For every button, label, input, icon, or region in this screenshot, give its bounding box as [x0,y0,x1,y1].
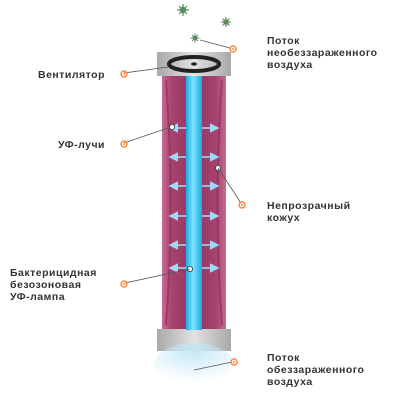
leader-line [123,127,169,144]
label-fan: Вентилятор [38,69,105,81]
callout-marker [120,280,128,288]
label-air-out: Поток обеззараженного воздуха [267,352,368,388]
uv-lamp [186,76,202,330]
leader-line [123,66,169,74]
bacteria-icon [177,4,189,16]
bacteria-icon [190,33,200,43]
callout-marker-dot [233,361,235,363]
callout-marker [120,70,128,78]
callout-marker-dot [123,73,125,75]
fan-hub [191,62,197,66]
callout-marker [238,201,246,209]
callouts: Поток необеззараженного воздуха Вентилят… [10,35,381,388]
contaminant-particles [177,4,231,43]
callout-marker [230,358,238,366]
callout-marker-dot [232,48,234,50]
housing-shading [165,79,223,326]
clean-air-mist [154,343,234,387]
leader-line [217,167,242,204]
bacteria-icon [221,17,231,27]
leader-line [199,39,231,49]
leader-line [193,361,233,371]
label-uv-rays: УФ-лучи [58,139,105,151]
callout-anchor [168,124,175,131]
callout-marker-dot [241,204,243,206]
leader-line [124,268,191,284]
label-housing: Непрозрачный кожух [267,200,354,224]
label-air-in: Поток необеззараженного воздуха [267,35,381,71]
label-lamp: Бактерицидная безозоновая УФ-лампа [10,267,100,303]
callout-marker-dot [123,143,125,145]
callout-marker [229,45,237,53]
uv-ray-arrows [168,123,220,273]
fan-icon [167,55,221,73]
callout-marker [120,140,128,148]
callout-marker-dot [123,283,125,285]
